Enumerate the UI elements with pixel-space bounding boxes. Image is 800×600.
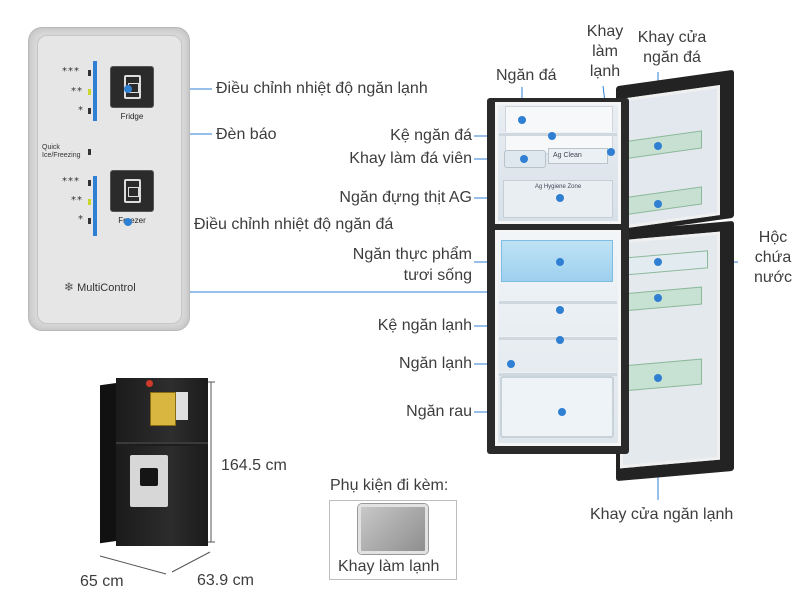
freezer-back bbox=[505, 106, 613, 154]
marker bbox=[607, 148, 615, 156]
marker bbox=[654, 374, 662, 382]
marker bbox=[556, 336, 564, 344]
marker bbox=[654, 142, 662, 150]
accessory-item: Khay làm lạnh bbox=[338, 558, 440, 575]
label-freezer-control: Điều chỉnh nhiệt độ ngăn đá bbox=[194, 216, 394, 233]
dimension-width: 65 cm bbox=[80, 573, 124, 590]
label-indicator: Đèn báo bbox=[216, 126, 277, 143]
label-ice-tray-1: Khay bbox=[586, 23, 624, 40]
label-veg: Ngăn rau bbox=[406, 403, 472, 420]
label-water-2: chứa bbox=[754, 249, 792, 266]
indicator-bar-top bbox=[93, 61, 97, 121]
marker bbox=[548, 132, 556, 140]
label-ice-tray-3: lạnh bbox=[589, 63, 621, 80]
led bbox=[88, 108, 91, 114]
marker bbox=[556, 306, 564, 314]
label-fresh-1: Ngăn thực phẩm bbox=[352, 246, 472, 263]
label-fridge-door-tray: Khay cửa ngăn lạnh bbox=[590, 506, 734, 523]
brand-badge bbox=[146, 380, 153, 387]
marker bbox=[654, 294, 662, 302]
marker bbox=[507, 360, 515, 368]
label-ag-meat: Ngăn đựng thịt AG bbox=[339, 189, 472, 206]
control-panel: *** ** * Fridge Quick Ice/Freezing *** *… bbox=[28, 27, 190, 331]
fridge-level-1: * bbox=[78, 105, 84, 116]
label-fridge: Ngăn lạnh bbox=[399, 355, 472, 372]
ag-clean-box: Ag Clean bbox=[548, 148, 608, 164]
led bbox=[88, 218, 91, 224]
info-sticker bbox=[176, 392, 188, 420]
marker bbox=[556, 258, 564, 266]
fridge-level-3: *** bbox=[62, 66, 80, 77]
label-freezer-door-tray: Khay cửa ngăn đá bbox=[630, 28, 714, 68]
freezer-level-2: ** bbox=[71, 195, 83, 206]
ag-meat-box: Ag Hygiene Zone bbox=[503, 180, 613, 218]
marker bbox=[520, 155, 528, 163]
ice-freezing-label: Ice/Freezing bbox=[42, 152, 81, 159]
label-freezer: Ngăn đá bbox=[496, 67, 557, 84]
marker bbox=[124, 85, 132, 93]
fresh-food-box bbox=[501, 240, 613, 282]
freezer-shelf bbox=[499, 132, 617, 136]
marker bbox=[654, 258, 662, 266]
label-freezer-door-1: Khay cửa bbox=[637, 29, 707, 46]
label-fresh-food: Ngăn thực phẩm tươi sống bbox=[300, 244, 472, 286]
led bbox=[88, 70, 91, 76]
label-ice-tray-2: làm bbox=[592, 43, 618, 60]
dimension-height: 164.5 cm bbox=[221, 457, 287, 474]
cooling-tray-image bbox=[358, 504, 428, 554]
snowflake-icon: ❄ bbox=[64, 280, 75, 294]
freezer-level-3: *** bbox=[62, 176, 80, 187]
fridge-shelf bbox=[499, 300, 617, 304]
brand-text: MultiControl bbox=[77, 282, 136, 294]
label-freezer-door-2: ngăn đá bbox=[643, 49, 701, 66]
quick-label: Quick bbox=[42, 144, 60, 151]
veg-drawer bbox=[500, 376, 614, 438]
marker bbox=[124, 218, 132, 226]
accessory-box bbox=[329, 500, 457, 580]
label-ice-tray: Khay làm lạnh bbox=[584, 22, 626, 82]
label-water-box: Hộc chứa nước bbox=[748, 228, 798, 288]
fridge-temp-button[interactable] bbox=[110, 66, 154, 108]
control-panel-face: *** ** * Fridge Quick Ice/Freezing *** *… bbox=[37, 35, 182, 324]
freezer-icon bbox=[124, 179, 141, 203]
marker bbox=[556, 194, 564, 202]
marker bbox=[518, 116, 526, 124]
label-ice-cube-tray: Khay làm đá viên bbox=[349, 150, 472, 167]
label-fresh-2: tươi sống bbox=[403, 267, 472, 284]
led-active bbox=[88, 199, 91, 205]
energy-sticker bbox=[150, 392, 176, 426]
marker bbox=[654, 200, 662, 208]
fridge-level-2: ** bbox=[71, 86, 83, 97]
label-fridge-control: Điều chỉnh nhiệt độ ngăn lạnh bbox=[216, 80, 428, 97]
led bbox=[88, 180, 91, 186]
accessory-title: Phụ kiện đi kèm: bbox=[330, 477, 449, 494]
fridge-button-label: Fridge bbox=[120, 112, 144, 121]
multicontrol-logo: ❄MultiControl bbox=[64, 280, 136, 294]
label-water-1: Hộc bbox=[758, 229, 788, 246]
freezer-button-label: Freezer bbox=[118, 216, 146, 225]
label-fridge-shelf: Kệ ngăn lạnh bbox=[377, 317, 472, 334]
marker bbox=[558, 408, 566, 416]
freezer-temp-button[interactable] bbox=[110, 170, 154, 212]
quick-led bbox=[88, 149, 91, 155]
dimension-depth: 63.9 cm bbox=[197, 572, 254, 589]
mini-display bbox=[140, 468, 158, 486]
label-water-3: nước bbox=[753, 269, 793, 286]
freezer-level-1: * bbox=[78, 214, 84, 225]
fridge-shelf bbox=[499, 372, 617, 376]
label-freezer-shelf: Kệ ngăn đá bbox=[390, 127, 472, 144]
indicator-bar-bottom bbox=[93, 176, 97, 236]
led-active bbox=[88, 89, 91, 95]
